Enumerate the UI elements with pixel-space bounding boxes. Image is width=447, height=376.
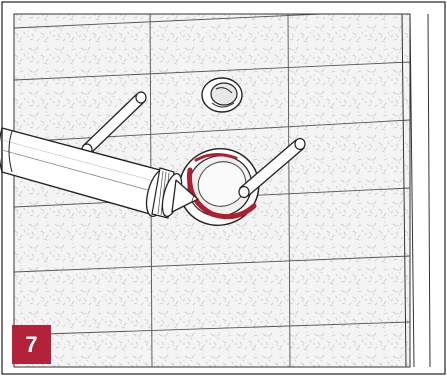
wall-plug	[202, 78, 242, 112]
step-number-badge: 7	[12, 325, 51, 364]
